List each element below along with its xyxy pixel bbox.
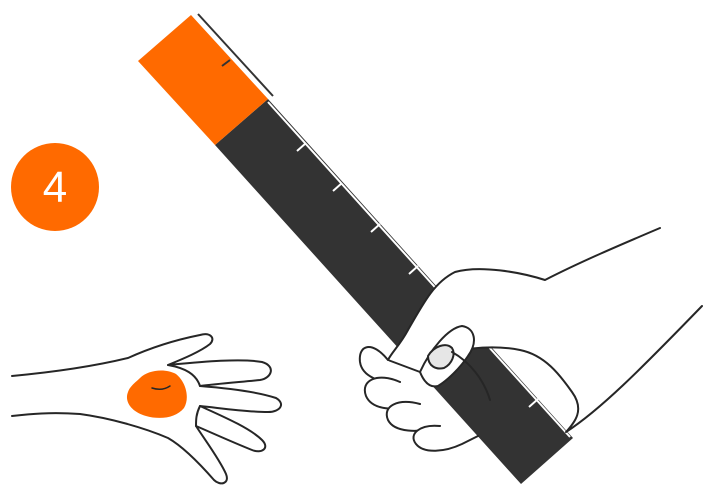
hand-back [388,228,702,432]
step-number-badge: 4 [11,143,99,231]
hand-finger-4 [413,426,478,451]
ruler-scale-line [268,102,570,437]
step-number: 4 [43,163,67,212]
